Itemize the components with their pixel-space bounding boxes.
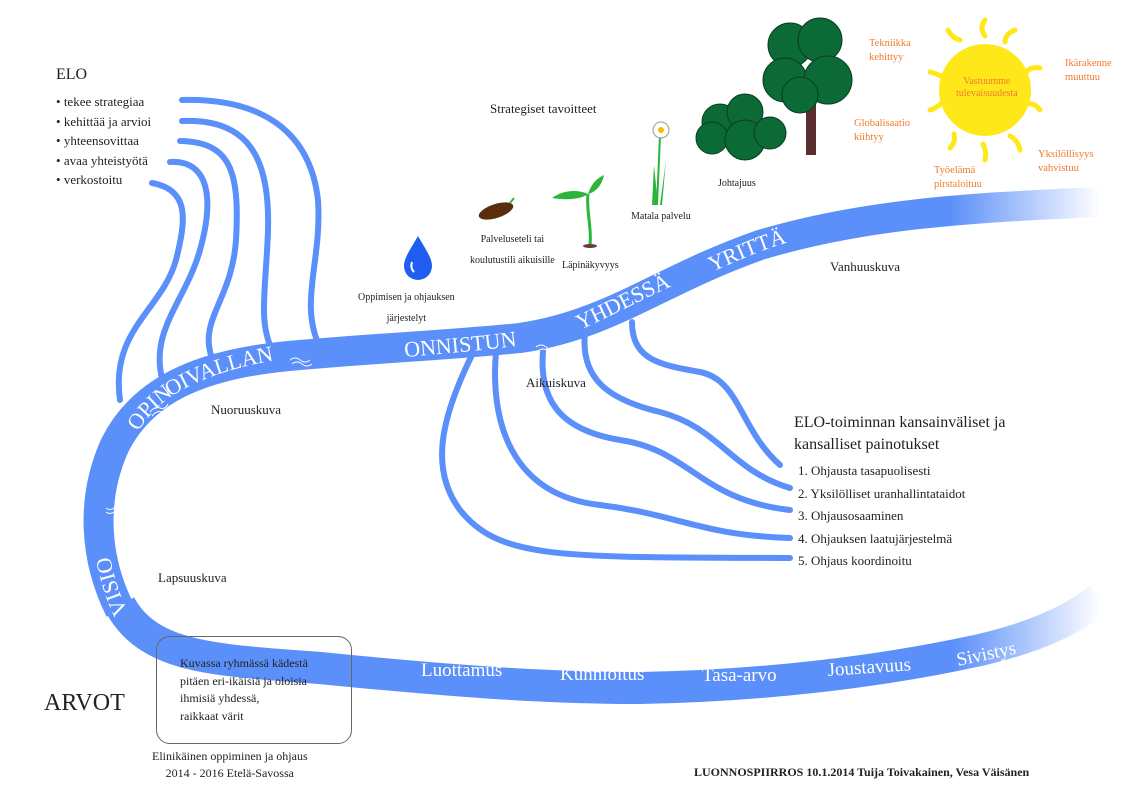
elo-item: kehittää ja arvioi [56, 112, 151, 132]
sun-icon [927, 17, 1043, 163]
priority-item: 4. Ohjauksen laatujärjestelmä [798, 530, 953, 546]
value-word: Kunnioitus [560, 664, 644, 685]
wave-icon [105, 506, 123, 514]
project-label: Elinikäinen oppiminen ja ohjaus 2014 - 2… [152, 749, 308, 780]
value-word: Luottamus [421, 660, 502, 681]
tributary [539, 339, 793, 513]
flower-icon [652, 121, 670, 206]
priority-item: 1. Ohjausta tasapuolisesti [798, 463, 931, 478]
priority-item: 5. Ohjaus koordinoitu [798, 553, 912, 568]
note-box [156, 636, 352, 744]
tributary [156, 158, 211, 381]
tributary [177, 138, 240, 361]
trees-icon [695, 17, 853, 161]
wave-icon [149, 403, 171, 417]
wave-icon [535, 344, 559, 354]
tributary [115, 180, 186, 403]
elo-list: tekee strategiaa kehittää ja arvioi yhte… [56, 92, 151, 190]
life-stage-youth: Nuoruuskuva [211, 402, 282, 417]
life-stage-elderly: Vanhuuskuva [830, 259, 901, 274]
tributary [179, 96, 322, 346]
goal-label: Oppimisen ja ohjauksen järjestelyt [358, 292, 455, 324]
elo-item: yhteensovittaa [56, 131, 151, 151]
priorities-title: ELO-toiminnan kansainväliset ja kansalli… [794, 414, 1006, 453]
upper-river [83, 187, 1101, 617]
seed-icon [478, 197, 515, 220]
priorities-list: 1. Ohjausta tasapuolisesti 2. Yksilöllis… [798, 460, 965, 573]
wave-icons [105, 344, 559, 514]
priority-item: 3. Ohjausosaaminen [798, 508, 904, 523]
lower-river [105, 585, 1110, 705]
credit-line: LUONNOSPIIRROS 10.1.2014 Tuija Toivakain… [694, 765, 1030, 779]
priority-tributaries [439, 319, 793, 561]
note-text: Kuvassa ryhmässä kädestä pitäen eri-ikäi… [180, 656, 308, 723]
sprout-icon [552, 175, 604, 248]
priority-item: 2. Yksilölliset uranhallintataidot [798, 485, 966, 501]
wave-icon [289, 357, 313, 367]
value-word: Tasa-arvo [702, 665, 777, 686]
tributary [492, 349, 793, 541]
tributary [629, 319, 783, 468]
elo-tributaries [115, 96, 322, 403]
tributary [179, 117, 275, 353]
goal-label: Johtajuus [718, 178, 756, 189]
values-label: ARVOT [44, 690, 125, 716]
elo-item: avaa yhteistyötä [56, 151, 151, 171]
elo-item: verkostoitu [56, 170, 151, 190]
water-drop-icon [404, 236, 432, 280]
tributary [581, 329, 793, 491]
tributary [439, 352, 793, 561]
life-stage-adult: Aikuiskuva [526, 375, 586, 390]
sun-center-label: Vastuumme tulevaisuudesta [956, 76, 1018, 99]
life-stage-childhood: Lapsuuskuva [158, 570, 227, 585]
strategic-goals-title: Strategiset tavoitteet [490, 101, 597, 116]
elo-item: tekee strategiaa [56, 92, 151, 112]
goal-label: Palveluseteli tai koulutustili aikuisill… [470, 234, 555, 266]
goal-label: Läpinäkyvyys [562, 260, 619, 271]
elo-title: ELO [56, 66, 88, 83]
goal-label: Matala palvelu [631, 211, 691, 222]
